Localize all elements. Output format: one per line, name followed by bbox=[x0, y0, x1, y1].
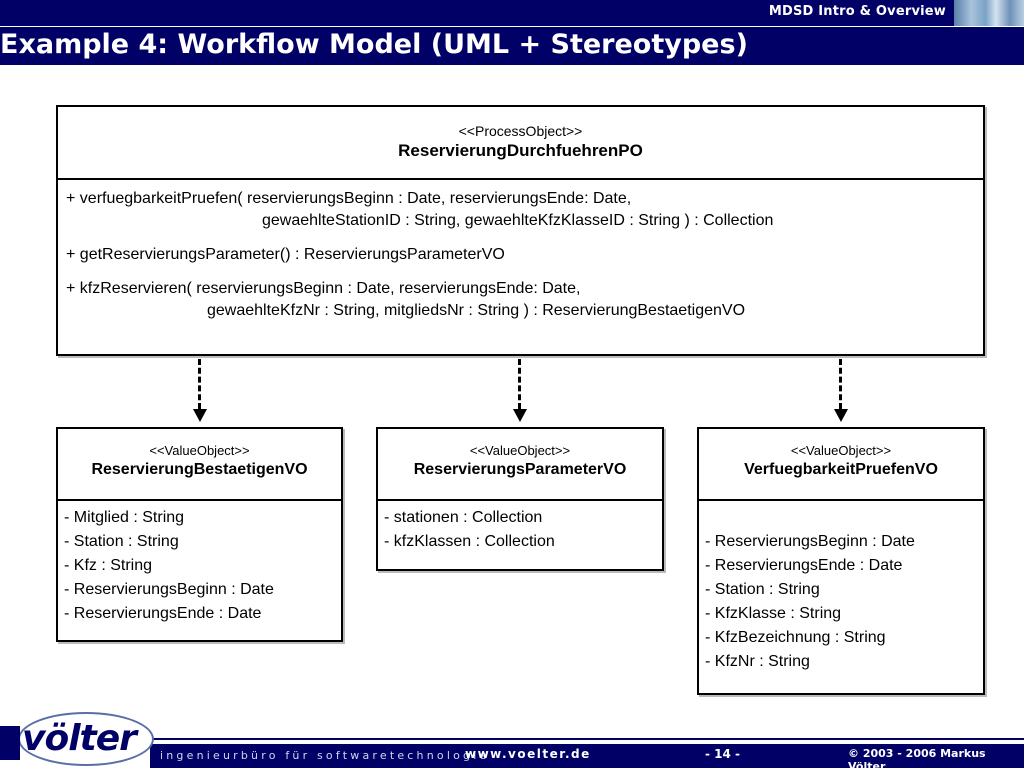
stereotype-label: <<ValueObject>> bbox=[149, 443, 250, 458]
operation-verfuegbarkeit-pruefen: + verfuegbarkeitPruefen( reservierungsBe… bbox=[66, 188, 983, 232]
value-object-class: <<ValueObject>> VerfuegbarkeitPruefenVO … bbox=[697, 427, 985, 695]
class-name: ReservierungsParameterVO bbox=[413, 461, 627, 478]
class-header: <<ValueObject>> VerfuegbarkeitPruefenVO bbox=[699, 429, 983, 501]
attribute: - ReservierungsEnde : Date bbox=[705, 557, 903, 574]
logo-bar bbox=[0, 726, 20, 760]
title-bar bbox=[0, 27, 1024, 65]
operation-signature: + kfzReservieren( reservierungsBeginn : … bbox=[66, 280, 581, 297]
attribute: - Station : String bbox=[705, 581, 820, 598]
class-header: <<ValueObject>> ReservierungsParameterVO bbox=[378, 429, 662, 501]
attributes-compartment: - ReservierungsBeginn : Date - Reservier… bbox=[699, 501, 983, 674]
class-name: ReservierungDurchfuehrenPO bbox=[398, 141, 643, 160]
operation-signature: + verfuegbarkeitPruefen( reservierungsBe… bbox=[66, 190, 632, 207]
operation-signature-continued: gewaehlteKfzNr : String, mitgliedsNr : S… bbox=[207, 302, 746, 319]
class-name: ReservierungBestaetigenVO bbox=[91, 461, 308, 478]
operation-kfz-reservieren: + kfzReservieren( reservierungsBeginn : … bbox=[66, 278, 983, 322]
stereotype-label: <<ValueObject>> bbox=[469, 443, 571, 458]
attribute: - Kfz : String bbox=[64, 557, 153, 574]
class-name: VerfuegbarkeitPruefenVO bbox=[744, 461, 938, 478]
operation-signature-continued: gewaehlteStationID : String, gewaehlteKf… bbox=[262, 212, 774, 229]
logo-oval bbox=[18, 712, 154, 766]
attribute: - stationen : Collection bbox=[384, 509, 543, 526]
attribute: - Station : String bbox=[64, 533, 179, 550]
operation-signature: + getReservierungsParameter() : Reservie… bbox=[66, 246, 505, 263]
operation-get-reservierungs-parameter: + getReservierungsParameter() : Reservie… bbox=[66, 244, 983, 266]
attribute: - ReservierungsEnde : Date bbox=[64, 605, 262, 622]
class-header: <<ProcessObject>> ReservierungDurchfuehr… bbox=[58, 107, 983, 180]
stereotype-label: <<ProcessObject>> bbox=[458, 123, 583, 139]
copyright: © 2003 - 2006 Markus Völter bbox=[848, 747, 986, 773]
process-object-class: <<ProcessObject>> ReservierungDurchfuehr… bbox=[56, 105, 985, 356]
header-image bbox=[954, 0, 1024, 26]
page-title: Example 4: Workflow Model (UML + Stereot… bbox=[0, 29, 748, 60]
attributes-compartment: - Mitglied : String - Station : String -… bbox=[58, 501, 341, 626]
class-header: <<ValueObject>> ReservierungBestaetigenV… bbox=[58, 429, 341, 501]
arrowhead-icon bbox=[834, 409, 848, 422]
attribute: - KfzNr : String bbox=[705, 653, 810, 670]
arrowhead-icon bbox=[513, 409, 527, 422]
footer-divider bbox=[0, 738, 1024, 740]
section-label: MDSD Intro & Overview bbox=[768, 4, 946, 19]
dependency-line bbox=[518, 359, 524, 409]
attribute: - Mitglied : String bbox=[64, 509, 185, 526]
attribute: - kfzKlassen : Collection bbox=[384, 533, 555, 550]
attributes-compartment: - stationen : Collection - kfzKlassen : … bbox=[378, 501, 662, 554]
header-divider bbox=[0, 26, 1024, 27]
arrowhead-icon bbox=[193, 409, 207, 422]
logo-text: völter bbox=[22, 718, 137, 759]
value-object-class: <<ValueObject>> ReservierungBestaetigenV… bbox=[56, 427, 343, 642]
dependency-line bbox=[198, 359, 204, 409]
footer-url: www.voelter.de bbox=[465, 747, 591, 761]
dependency-line bbox=[839, 359, 845, 409]
value-object-class: <<ValueObject>> ReservierungsParameterVO… bbox=[376, 427, 664, 571]
footer-bar bbox=[150, 744, 1024, 768]
footer-tagline: ingenieurbüro für softwaretechnologie bbox=[160, 749, 490, 762]
voelter-logo: völter bbox=[0, 712, 160, 768]
operations-compartment: + verfuegbarkeitPruefen( reservierungsBe… bbox=[58, 180, 983, 322]
attribute: - KfzKlasse : String bbox=[705, 605, 842, 622]
stereotype-label: <<ValueObject>> bbox=[790, 443, 892, 458]
attribute: - KfzBezeichnung : String bbox=[705, 629, 886, 646]
page-number: - 14 - bbox=[705, 747, 741, 761]
attribute: - ReservierungsBeginn : Date bbox=[705, 533, 915, 550]
attribute: - ReservierungsBeginn : Date bbox=[64, 581, 274, 598]
header-bar bbox=[0, 0, 1024, 26]
